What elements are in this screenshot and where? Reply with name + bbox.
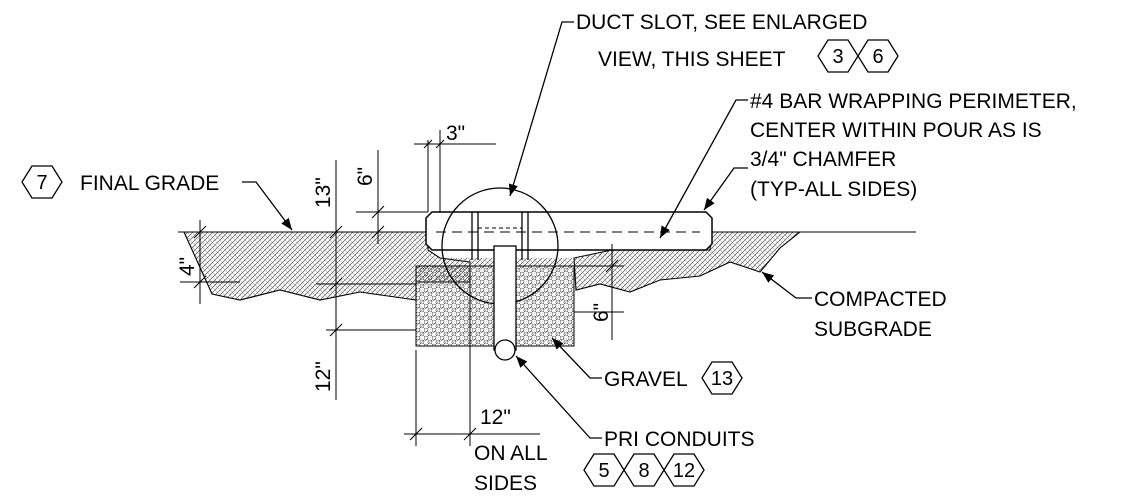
gravel-callout: GRAVEL <box>604 368 688 391</box>
chamfer-callout-line2: (TYP-ALL SIDES) <box>750 178 917 201</box>
hexagon-tag-icon: 5 <box>583 453 625 487</box>
dim-12in-horizontal: 12" <box>404 270 540 446</box>
duct-slot-callout-line1: DUCT SLOT, SEE ENLARGED <box>576 11 867 34</box>
conduit-end <box>494 339 516 361</box>
tag-duct-3: 3 <box>832 46 843 68</box>
tag-duct-6: 6 <box>872 46 883 68</box>
final-grade-callout: FINAL GRADE <box>80 172 219 195</box>
tag-conduit-5: 5 <box>598 460 609 482</box>
leader-final-grade <box>242 181 293 231</box>
dim-3in-label: 3" <box>446 122 465 145</box>
tag-conduit-12: 12 <box>673 460 695 482</box>
on-all-sides-line2: SIDES <box>474 472 537 495</box>
bar-callout-line1: #4 BAR WRAPPING PERIMETER, <box>750 90 1077 113</box>
hexagon-tag-icon: 3 <box>817 39 859 73</box>
hexagon-tag-icon: 6 <box>857 39 899 73</box>
bar-callout-line2: CENTER WITHIN POUR AS IS <box>750 119 1042 142</box>
hexagon-tag-icon: 13 <box>701 361 743 395</box>
dim-13in-label: 13" <box>312 177 335 208</box>
on-all-sides-line1: ON ALL <box>474 442 548 465</box>
dim-6in-top-label: 6" <box>354 167 377 186</box>
leader-chamfer <box>703 167 748 211</box>
dim-6in-right: 6" <box>574 244 624 340</box>
conduit <box>493 245 517 351</box>
tag-gravel-13: 13 <box>711 368 733 390</box>
pri-conduits-callout: PRI CONDUITS <box>604 428 755 451</box>
tag-final-grade-7: 7 <box>36 172 47 194</box>
subgrade-under-pad <box>440 250 612 266</box>
dim-12in-vertical-label: 12" <box>312 361 335 392</box>
leader-conduits <box>515 355 602 439</box>
hexagon-tag-icon: 12 <box>663 453 705 487</box>
dim-6in-right-label: 6" <box>590 303 613 322</box>
dim-13in: 13" <box>312 160 416 300</box>
leader-compacted <box>761 271 812 299</box>
dim-4in: 4" <box>176 220 320 304</box>
dim-6in-top: 6" <box>354 150 428 244</box>
dim-12in-vertical: 12" <box>312 290 416 400</box>
leader-gravel <box>551 337 602 379</box>
duct-slot-callout-line2: VIEW, THIS SHEET <box>598 48 786 71</box>
compacted-callout-line2: SUBGRADE <box>814 318 932 341</box>
hexagon-tag-icon: 7 <box>21 165 63 199</box>
leader-duct-slot <box>508 21 574 197</box>
compacted-subgrade-fill-right <box>573 231 802 293</box>
chamfer-callout-line1: 3/4" CHAMFER <box>750 148 896 171</box>
hexagon-tag-icon: 8 <box>623 453 665 487</box>
concrete-pad <box>425 211 713 251</box>
tag-conduit-8: 8 <box>638 460 649 482</box>
dim-4in-label: 4" <box>176 257 199 276</box>
dim-3in: 3" <box>414 122 496 212</box>
dim-12in-horizontal-label: 12" <box>480 406 511 429</box>
leader-bar <box>659 99 748 239</box>
compacted-callout-line1: COMPACTED <box>814 288 947 311</box>
